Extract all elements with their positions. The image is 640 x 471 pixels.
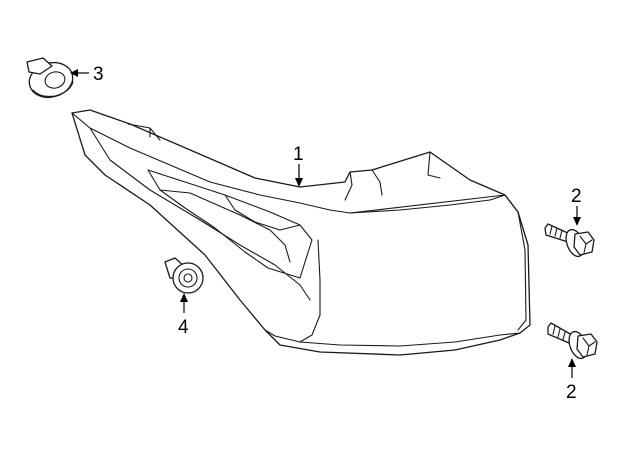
- bolt-lower[interactable]: [547, 322, 598, 361]
- bolt-lower-threads: [552, 325, 566, 341]
- callout-3[interactable]: 3: [70, 64, 104, 85]
- reflector-mid: [224, 194, 301, 231]
- lamp-housing-outline: [71, 109, 531, 356]
- mount-tab-rear: [344, 169, 383, 201]
- callout-4[interactable]: 4: [178, 293, 189, 338]
- lens-upper-edge: [71, 112, 506, 214]
- callout-4-label: 4: [178, 317, 189, 338]
- callout-2-upper-arrow: [573, 217, 581, 226]
- nut-ring: [178, 268, 198, 288]
- grommet-inner: [44, 71, 66, 89]
- mount-tab-side: [427, 151, 441, 179]
- callout-3-label: 3: [93, 64, 104, 85]
- grommet-rim: [32, 81, 74, 97]
- bolt-upper-head-face: [579, 235, 593, 254]
- callout-3-arrow: [70, 69, 78, 77]
- bolt-upper-threads: [549, 225, 563, 239]
- callout-2-upper[interactable]: 2: [571, 186, 582, 226]
- lens-front-face: [349, 194, 527, 331]
- callout-2-upper-label: 2: [571, 186, 582, 207]
- callout-2-lower-label: 2: [566, 382, 577, 403]
- reflector-panel: [147, 169, 313, 279]
- nut[interactable]: [164, 257, 204, 294]
- callout-2-lower-arrow: [568, 358, 576, 367]
- callout-4-arrow: [180, 293, 188, 302]
- grommet[interactable]: [25, 57, 76, 102]
- bolt-lower-head: [576, 333, 598, 358]
- lower-lip: [264, 329, 521, 347]
- callout-1-label: 1: [293, 144, 304, 165]
- bolt-upper[interactable]: [544, 223, 595, 259]
- nut-flange: [172, 262, 204, 294]
- grommet-body: [26, 57, 53, 75]
- side-curve: [299, 239, 321, 343]
- bolt-upper-head: [573, 231, 595, 256]
- bolt-lower-head-face: [582, 337, 596, 356]
- mount-tab-upper: [127, 123, 161, 141]
- bolt-lower-shank: [547, 322, 573, 344]
- nut-hole: [183, 273, 193, 283]
- callout-2-lower[interactable]: 2: [566, 358, 577, 403]
- callout-1-arrow: [295, 178, 303, 187]
- lamp-assembly[interactable]: [71, 109, 531, 356]
- callout-1[interactable]: 1: [293, 144, 304, 187]
